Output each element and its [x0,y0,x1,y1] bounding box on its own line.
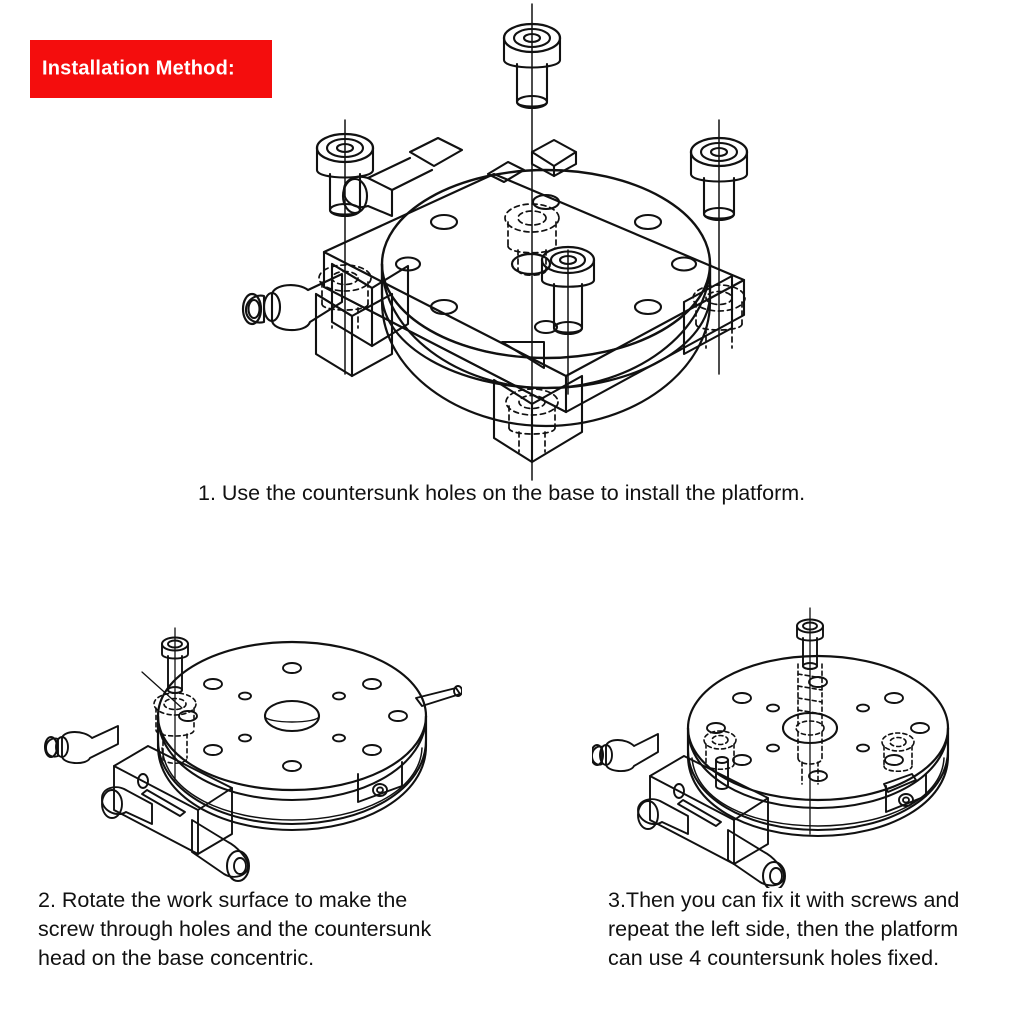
housing-set-screw [357,761,403,803]
clamp-block [113,745,233,855]
installation-method-banner: Installation Method: [30,40,272,98]
figure-3-drawing [592,607,950,888]
cap-screw-top-center [502,22,562,110]
platform-rear-tab [486,138,578,184]
hidden-screw-thread [795,663,825,785]
caption-step-1: 1. Use the countersunk holes on the base… [198,481,806,505]
cap-screw-head [796,618,824,670]
cap-screw-upper-right [689,136,749,222]
front-right-knob [191,819,250,882]
micrometer-left [44,725,119,764]
cap-screw [161,636,189,694]
hidden-countersink-front-corner [505,388,559,453]
platform-hole-pattern [706,676,930,782]
caption-step-2: 2. Rotate the work surface to make the s… [38,888,432,970]
platform-hole-pattern [178,662,408,772]
rotary-platform [380,168,712,390]
rotary-housing [686,726,950,838]
hidden-countersink-rear [504,203,560,277]
hidden-countersink-right-corner [692,284,746,349]
micrometer-left [592,733,659,772]
caption-step-3: 3.Then you can fix it with screws and re… [608,888,960,970]
left-retaining-pin [715,756,729,790]
rotation-arrow [501,341,545,369]
hidden-countersink-right [881,732,915,773]
cap-screw-upper-left [315,132,375,218]
side-pin-right [415,685,462,707]
figure-1-drawing [241,3,749,481]
base-plate [322,172,746,414]
front-knob [637,798,689,835]
leader-line [141,671,183,709]
base-corner-front [492,374,584,464]
platform-hole-pattern [394,193,698,335]
figure-1-exploded-assembly [232,2,772,482]
hidden-countersink-left [703,730,737,771]
banner-label: Installation Method: [42,57,235,80]
rotary-housing [156,714,428,832]
screw-on-platform [540,245,596,336]
rotary-platform [686,654,950,832]
front-right-knob [727,829,786,888]
figure-3-screw-fixed [592,598,992,888]
micrometer-adjuster [241,136,464,348]
figure-2-align-holes [42,598,462,888]
rotary-platform [156,640,428,826]
figure-2-drawing [44,627,462,882]
front-knob [101,786,153,825]
housing-set-screw [885,773,927,813]
base-corner-right [682,274,734,356]
